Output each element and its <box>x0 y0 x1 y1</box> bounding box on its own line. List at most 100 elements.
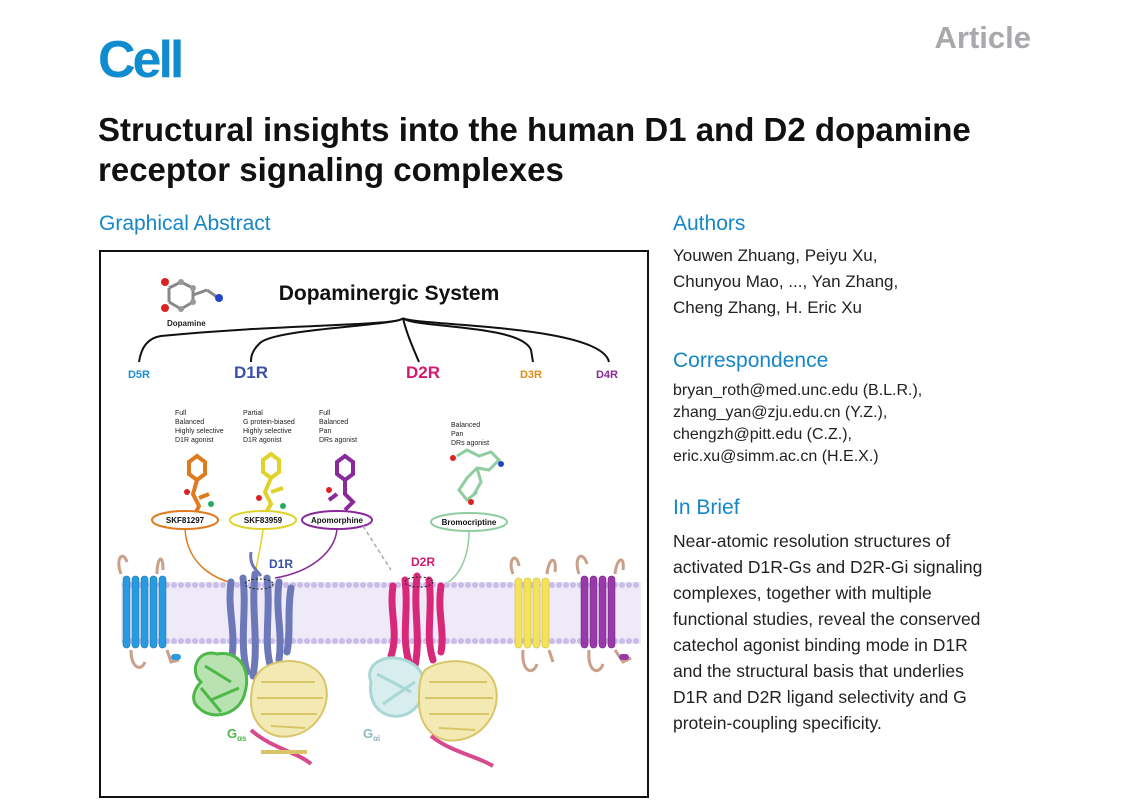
lipid-head <box>626 582 632 588</box>
lipid-head <box>213 582 219 588</box>
d5r-receptor-cylinders <box>117 554 181 669</box>
lipid-head <box>395 582 401 588</box>
lipid-head <box>199 638 205 644</box>
d3r-receptor-cylinders <box>509 556 557 673</box>
lipid-head <box>570 638 576 644</box>
lipid-head <box>507 638 513 644</box>
ligand-2-desc-1: Partial <box>243 410 263 417</box>
ligand-1-desc-1: Full <box>175 410 187 417</box>
correspondence-email[interactable]: eric.xu@simm.ac.cn (H.E.X.) <box>673 448 879 465</box>
lipid-head <box>556 582 562 588</box>
lipid-head <box>304 582 310 588</box>
in-brief-line: D1R and D2R ligand selectivity and G <box>673 687 967 707</box>
lipid-head <box>633 638 639 644</box>
lipid-head <box>339 638 345 644</box>
lipid-head <box>556 638 562 644</box>
lipid-head <box>353 638 359 644</box>
lipid-head <box>507 582 513 588</box>
d2r-complex: D2R Gαi <box>363 555 498 768</box>
gai-label: Gαi <box>363 726 380 743</box>
lipid-head <box>185 638 191 644</box>
receptor-tree <box>138 317 610 363</box>
lipid-head <box>479 582 485 588</box>
lipid-head <box>325 638 331 644</box>
lipid-head <box>374 582 380 588</box>
in-brief-line: complexes, together with multiple <box>673 583 932 603</box>
lipid-head <box>493 638 499 644</box>
lipid-head <box>465 582 471 588</box>
ligand-1-desc-4: D1R agonist <box>175 437 214 444</box>
lipid-head <box>297 582 303 588</box>
graphical-abstract-svg: Dopamine Dopaminergic System D5R D1R D2R… <box>117 278 641 768</box>
lipid-head <box>171 582 177 588</box>
in-brief-line: Near-atomic resolution structures of <box>673 531 951 551</box>
lipid-head <box>311 582 317 588</box>
ligand-name-apomorphine: Apomorphine <box>311 516 364 525</box>
ligand-2-desc-3: Highly selective <box>243 428 292 435</box>
arrow-bromocriptine <box>436 530 470 589</box>
lipid-head <box>451 582 457 588</box>
lipid-head <box>472 582 478 588</box>
lipid-head <box>472 638 478 644</box>
bromocriptine-molecule-icon <box>450 448 504 505</box>
lipid-head <box>339 582 345 588</box>
lipid-head <box>444 638 450 644</box>
lipid-head <box>563 582 569 588</box>
ligand-3-desc-2: Balanced <box>319 419 348 426</box>
arrow-skf83959 <box>254 528 264 575</box>
ligand-1-desc-3: Highly selective <box>175 428 224 435</box>
lipid-head <box>318 582 324 588</box>
authors-line: Cheng Zhang, H. Eric Xu <box>673 298 862 317</box>
in-brief-line: functional studies, reveal the conserved <box>673 609 981 629</box>
ligand-3-desc-1: Full <box>319 410 331 417</box>
arrow-apomorphine <box>274 528 338 579</box>
lipid-head <box>444 582 450 588</box>
lipid-head <box>346 638 352 644</box>
apomorphine-molecule-icon <box>326 453 356 512</box>
graphical-abstract-heading: Graphical Abstract <box>99 212 271 235</box>
in-brief-text: Near-atomic resolution structures of act… <box>673 528 1053 736</box>
lipid-head <box>381 582 387 588</box>
lipid-head <box>486 582 492 588</box>
correspondence-heading: Correspondence <box>673 349 829 372</box>
lipid-head <box>374 638 380 644</box>
lipid-head <box>283 582 289 588</box>
lipid-head <box>171 638 177 644</box>
in-brief-line: catechol agonist binding mode in D1R <box>673 635 968 655</box>
article-title: Structural insights into the human D1 an… <box>98 111 971 188</box>
ligand-name-skf83959: SKF83959 <box>244 516 283 525</box>
lipid-head <box>297 638 303 644</box>
in-brief-line: protein-coupling specificity. <box>673 713 882 733</box>
receptor-d2r-label: D2R <box>406 363 440 382</box>
ligand-4-desc-1: Balanced <box>451 422 480 429</box>
authors-heading: Authors <box>673 212 746 235</box>
lipid-head <box>178 638 184 644</box>
receptor-d3r-label: D3R <box>520 369 542 381</box>
lipid-head <box>332 582 338 588</box>
lipid-head <box>206 638 212 644</box>
lipid-head <box>458 638 464 644</box>
correspondence-email[interactable]: bryan_roth@med.unc.edu (B.L.R.), <box>673 382 923 399</box>
correspondence-email[interactable]: zhang_yan@zju.edu.cn (Y.Z.), <box>673 404 888 421</box>
dopamine-molecule-icon <box>161 278 223 312</box>
gas-label: Gαs <box>227 726 247 743</box>
lipid-head <box>325 582 331 588</box>
dopamine-label: Dopamine <box>167 319 206 328</box>
receptor-d1r-label: D1R <box>234 363 268 382</box>
lipid-head <box>381 638 387 644</box>
ligand-4-desc-2: Pan <box>451 431 464 438</box>
lipid-head <box>360 638 366 644</box>
lipid-head <box>549 638 555 644</box>
authors-list: Youwen Zhuang, Peiyu Xu, Chunyou Mao, ..… <box>673 243 1053 321</box>
d4r-receptor-cylinders <box>575 554 632 673</box>
lipid-head <box>353 582 359 588</box>
lipid-head <box>192 582 198 588</box>
journal-logo: Cell <box>98 31 184 89</box>
correspondence-email[interactable]: chengzh@pitt.edu (C.Z.), <box>673 426 852 443</box>
ligand-2-desc-4: D1R agonist <box>243 437 282 444</box>
lipid-head <box>486 638 492 644</box>
in-brief-line: and the structural basis that underlies <box>673 661 964 681</box>
in-brief-line: activated D1R-Gs and D2R-Gi signaling <box>673 557 983 577</box>
lipid-head <box>367 582 373 588</box>
receptor-d4r-label: D4R <box>596 369 618 381</box>
